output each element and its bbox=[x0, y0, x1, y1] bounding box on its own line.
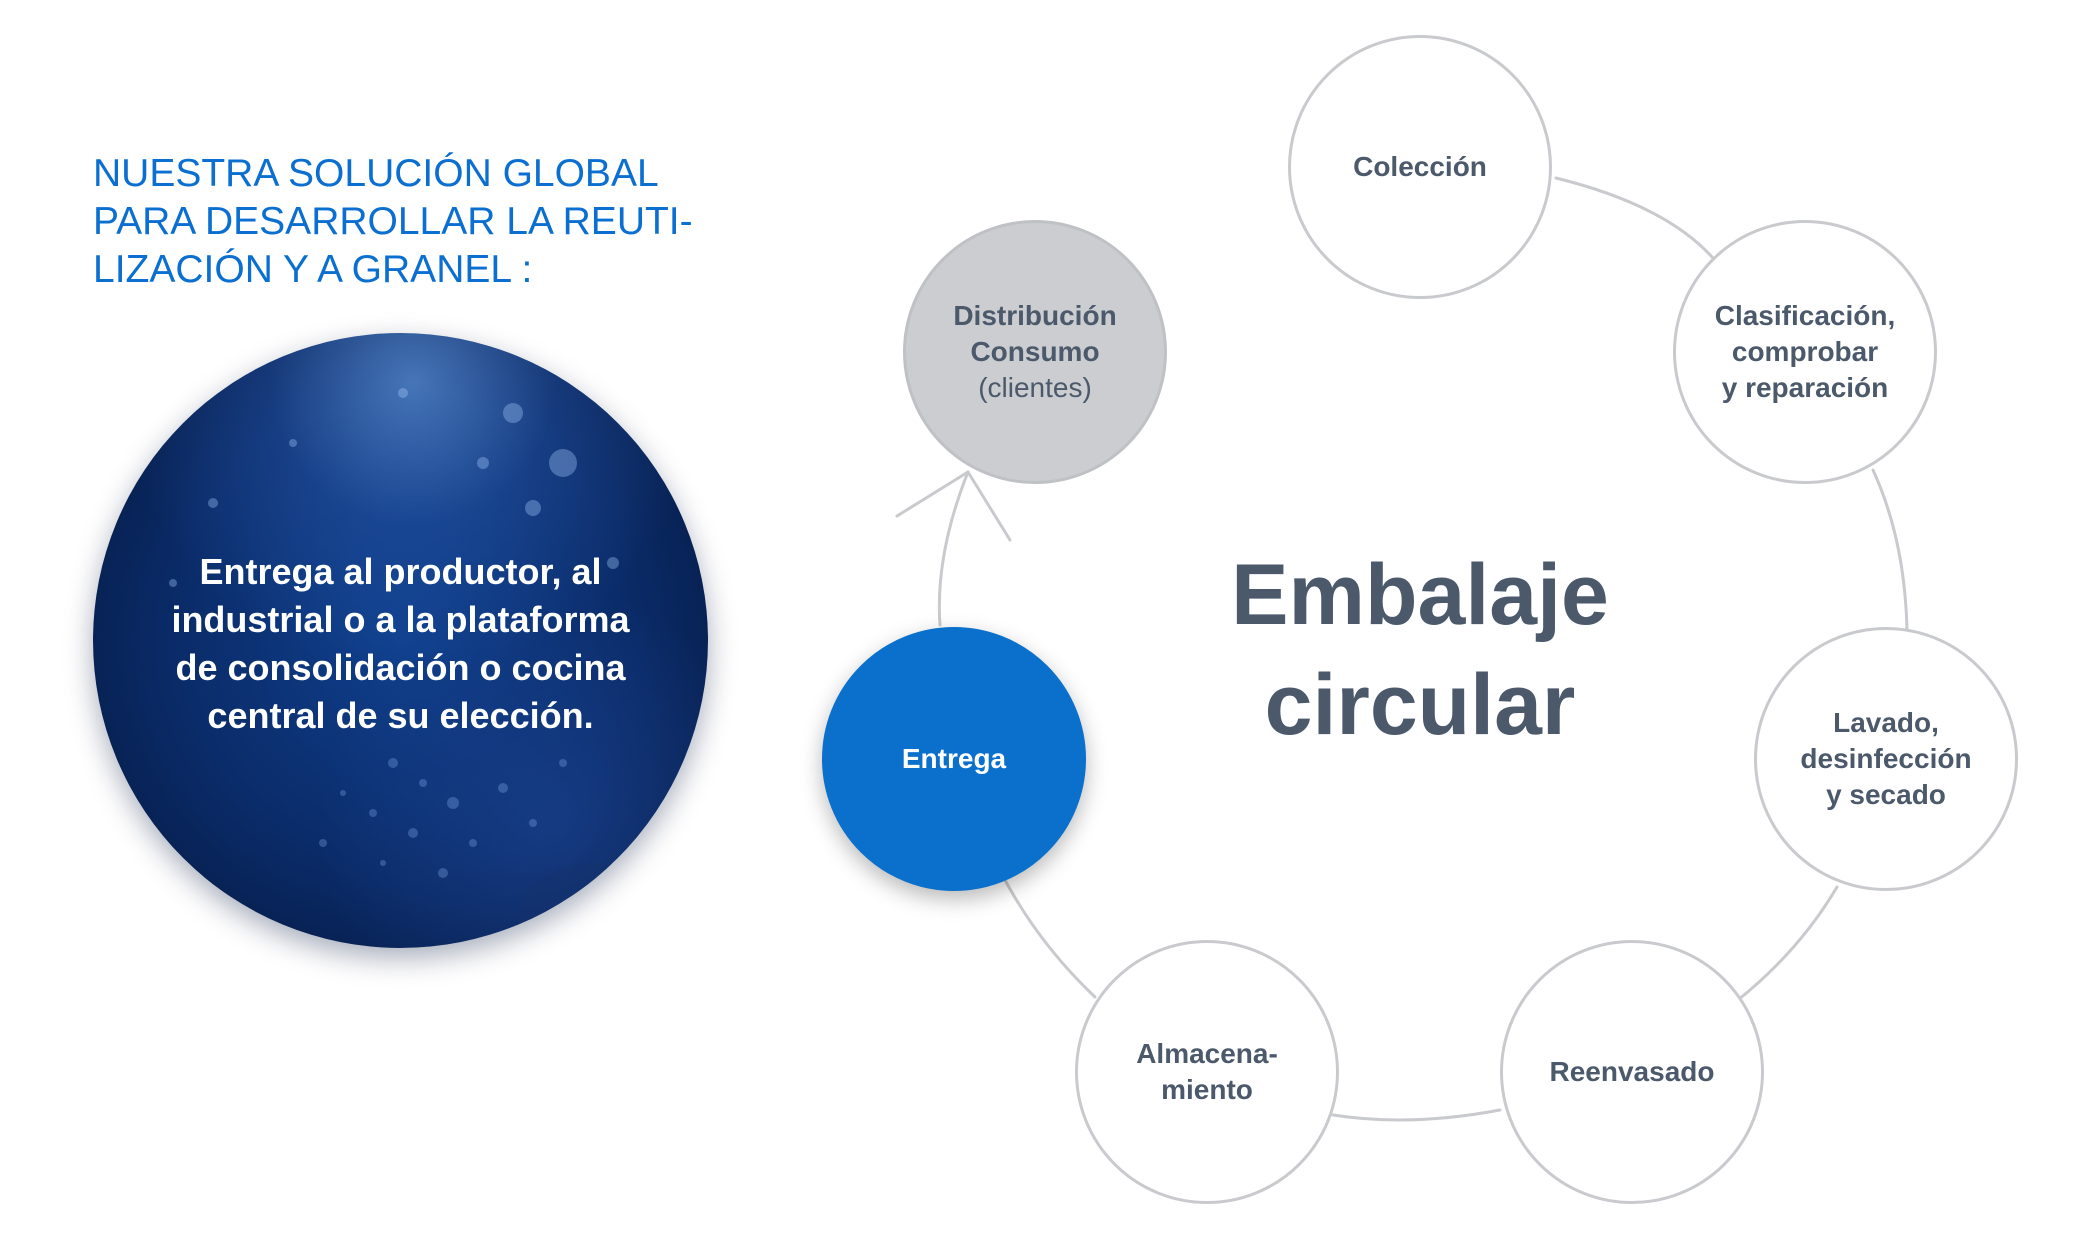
node-label: y reparación bbox=[1721, 372, 1889, 403]
connector-lavado-reenvasado bbox=[1736, 885, 1839, 1002]
hero-text-line: industrial o a la plataforma bbox=[171, 599, 630, 640]
hero-text: Entrega al productor, al industrial o a … bbox=[123, 548, 678, 740]
node-label: Colección bbox=[1353, 151, 1487, 182]
connector-reenvasado-almacenamiento bbox=[1331, 1108, 1502, 1122]
diagram-center-title: Embalaje circular bbox=[1160, 540, 1680, 760]
connector-almacenamiento-entrega bbox=[1003, 878, 1097, 999]
node-entrega: Entrega bbox=[822, 627, 1086, 891]
node-sublabel: (clientes) bbox=[978, 372, 1092, 403]
node-almacenamiento: Almacena- miento bbox=[1075, 940, 1339, 1204]
hero-text-line: central de su elección. bbox=[207, 695, 594, 736]
heading-line: LIZACIÓN Y A GRANEL : bbox=[93, 248, 533, 291]
node-label: Almacena- bbox=[1136, 1038, 1278, 1069]
node-label: miento bbox=[1161, 1074, 1253, 1105]
water-bubbles-image bbox=[169, 388, 708, 948]
connector-entrega-distribucion bbox=[937, 470, 970, 627]
node-coleccion: Colección bbox=[1288, 35, 1552, 299]
page-heading: NUESTRA SOLUCIÓN GLOBAL PARA DESARROLLAR… bbox=[93, 150, 773, 294]
node-label: Distribución bbox=[953, 300, 1117, 331]
node-lavado: Lavado, desinfección y secado bbox=[1754, 627, 2018, 891]
arrow-head-right bbox=[966, 470, 1012, 542]
node-clasificacion: Clasificación, comprobar y reparación bbox=[1673, 220, 1937, 484]
connector-coleccion-clasificacion bbox=[1554, 176, 1714, 259]
node-label: desinfección bbox=[1800, 743, 1972, 774]
arrow-head-left bbox=[895, 470, 970, 518]
node-label: comprobar bbox=[1731, 336, 1879, 367]
node-label: y secado bbox=[1826, 779, 1946, 810]
node-label: Entrega bbox=[901, 743, 1007, 774]
center-title-line: circular bbox=[1264, 657, 1576, 753]
node-distribucion-consumo: Distribución Consumo (clientes) bbox=[903, 220, 1167, 484]
heading-line: NUESTRA SOLUCIÓN GLOBAL bbox=[93, 152, 659, 195]
connector-clasificacion-lavado bbox=[1871, 468, 1909, 632]
heading-line: PARA DESARROLLAR LA REUTI- bbox=[93, 200, 693, 243]
node-label: Clasificación, bbox=[1714, 300, 1896, 331]
hero-text-line: Entrega al productor, al bbox=[199, 551, 602, 592]
node-label: Reenvasado bbox=[1549, 1056, 1715, 1087]
node-label: Lavado, bbox=[1833, 707, 1939, 738]
node-label: Consumo bbox=[970, 336, 1100, 367]
hero-text-line: de consolidación o cocina bbox=[175, 647, 626, 688]
center-title-line: Embalaje bbox=[1231, 547, 1609, 643]
hero-water-circle: Entrega al productor, al industrial o a … bbox=[93, 333, 708, 948]
node-reenvasado: Reenvasado bbox=[1500, 940, 1764, 1204]
